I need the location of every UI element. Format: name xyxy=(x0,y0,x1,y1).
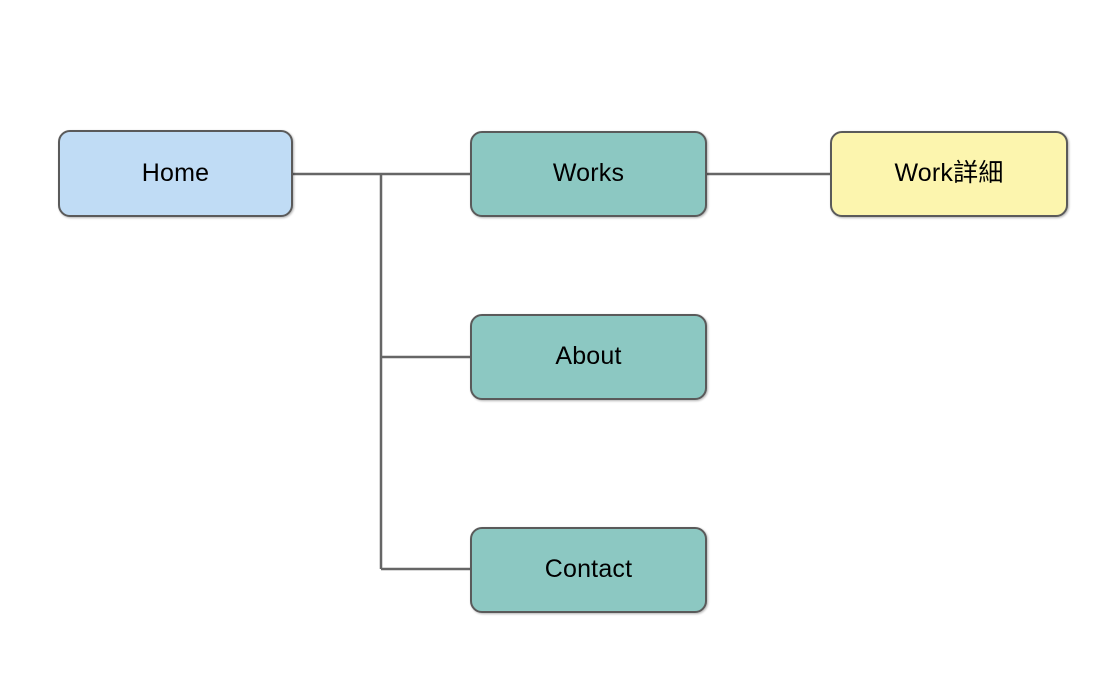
node-work-detail[interactable]: Work詳細 xyxy=(830,131,1068,217)
node-about-label: About xyxy=(555,342,622,371)
node-work-detail-label: Work詳細 xyxy=(894,159,1004,188)
node-contact[interactable]: Contact xyxy=(470,527,707,613)
node-contact-label: Contact xyxy=(544,555,633,584)
node-works[interactable]: Works xyxy=(470,131,707,217)
node-home[interactable]: Home xyxy=(58,130,293,217)
node-home-label: Home xyxy=(141,158,210,187)
node-about[interactable]: About xyxy=(470,314,707,400)
node-works-label: Works xyxy=(552,159,625,188)
